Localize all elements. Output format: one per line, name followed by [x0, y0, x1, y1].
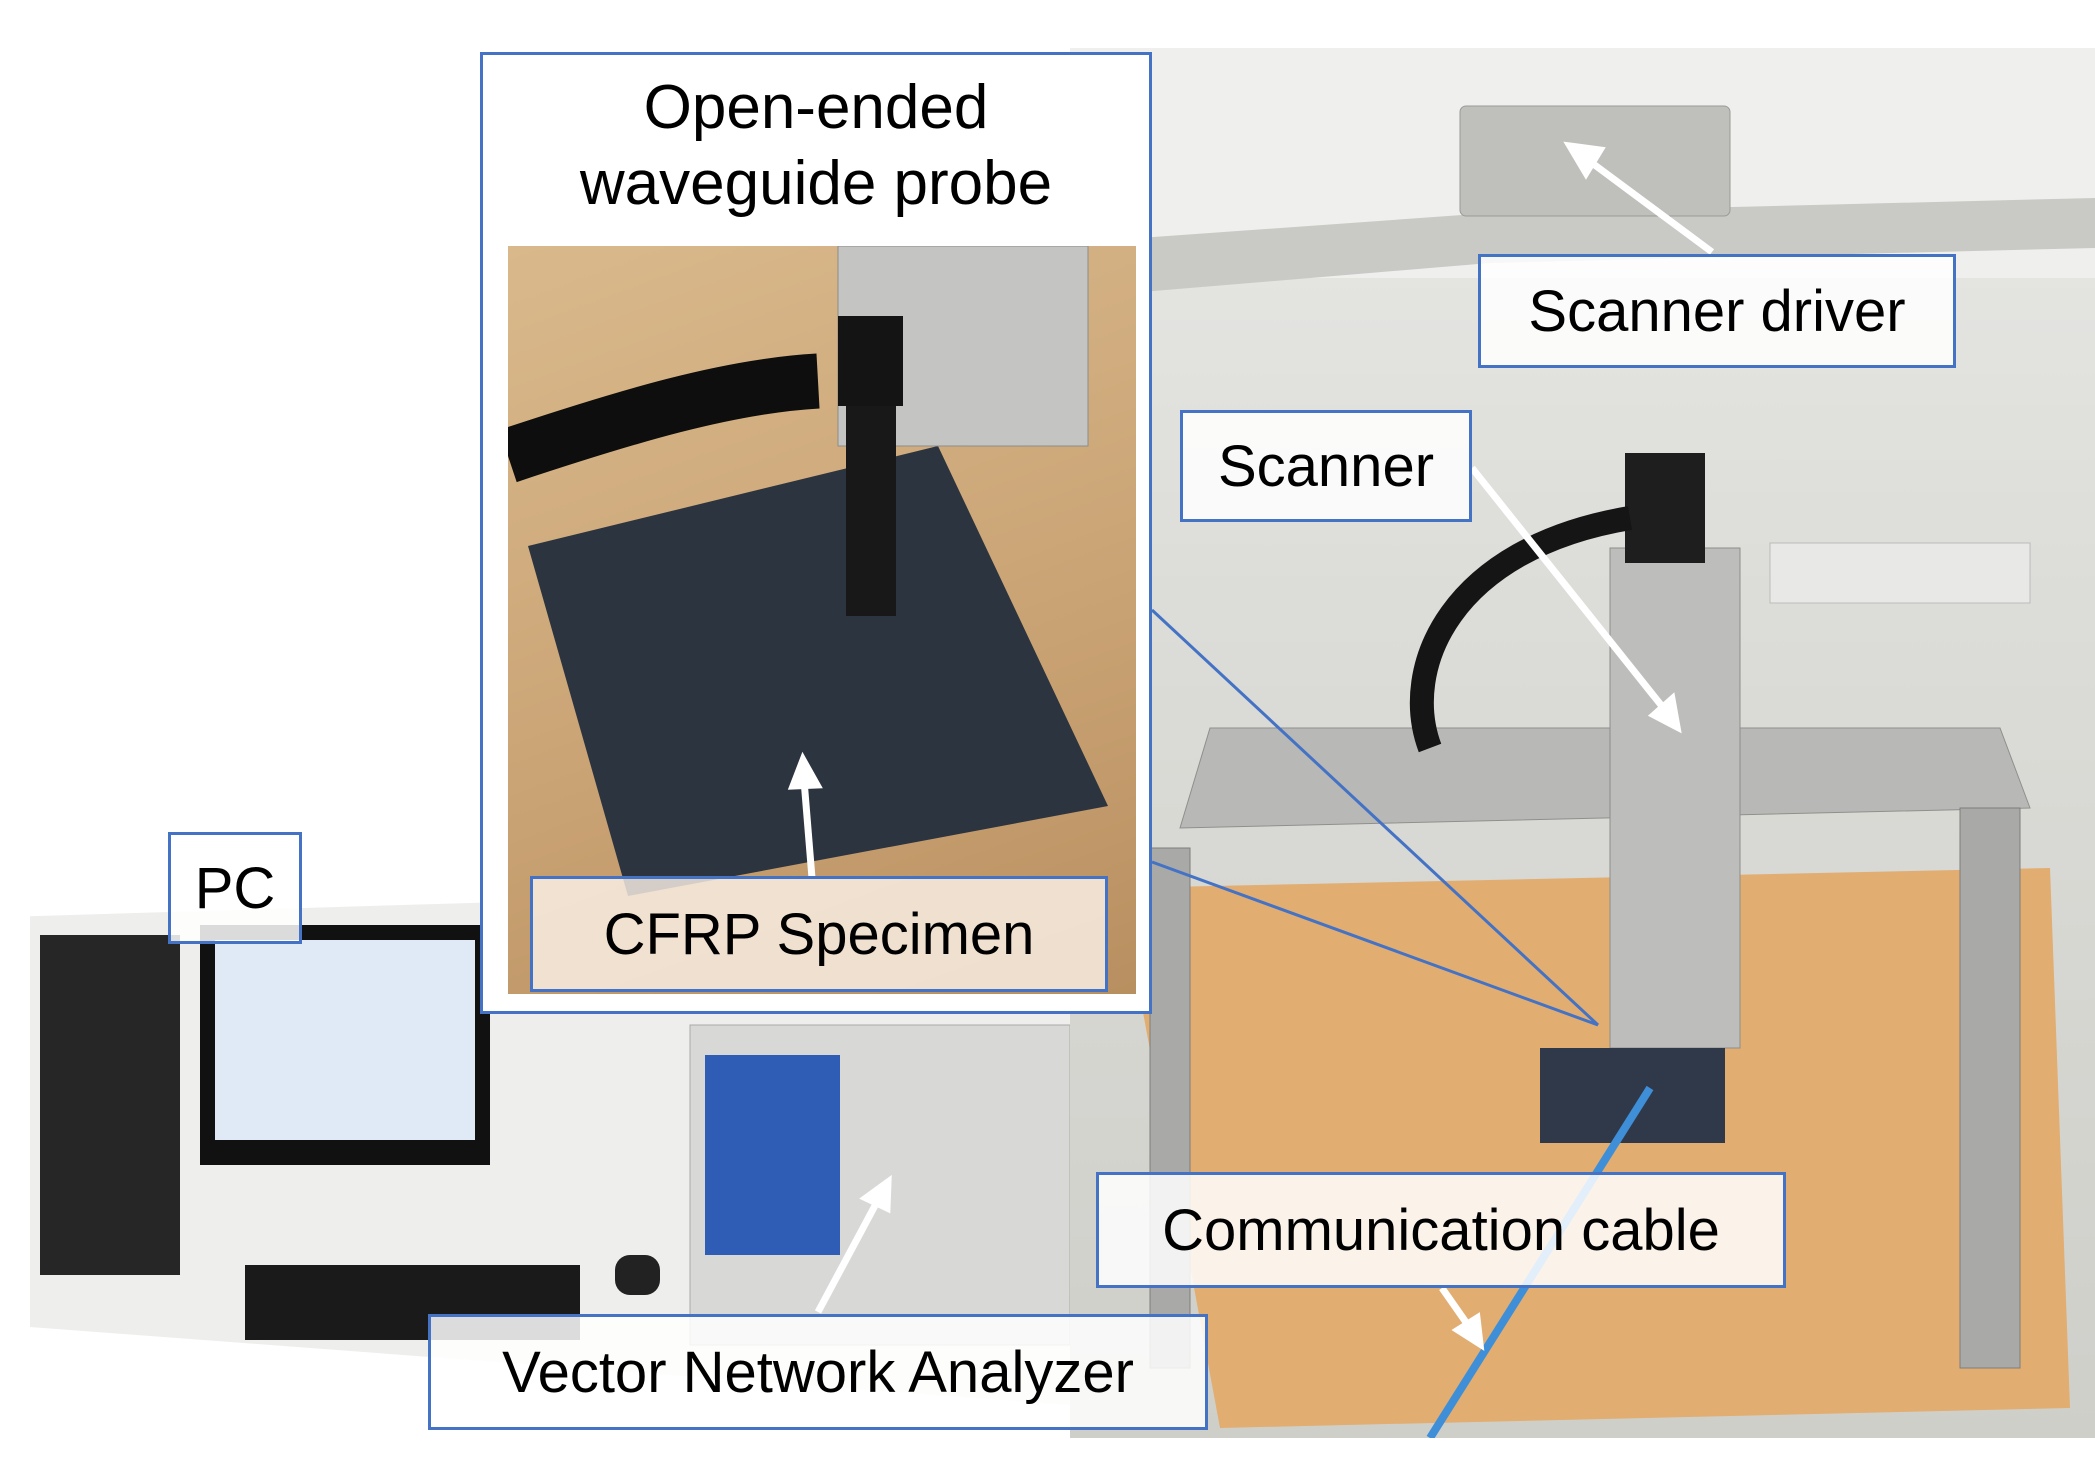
z-motor: [1625, 453, 1705, 563]
scanner-bed: [1120, 868, 2070, 1428]
callout-pointer-top: [1150, 608, 1600, 1027]
shelf: [1070, 198, 2095, 298]
label-scanner-driver-text: Scanner driver: [1528, 278, 1906, 344]
label-cfrp-specimen-text: CFRP Specimen: [603, 901, 1035, 967]
cable-chain: [1410, 506, 1632, 753]
label-pc-text: PC: [194, 855, 276, 921]
label-scanner-driver: Scanner driver: [1478, 254, 1956, 368]
arrow-cfrp-head: [787, 751, 823, 790]
arrow-cable-head: [1451, 1312, 1485, 1351]
arrow-cfrp: [800, 779, 816, 879]
wall-sockets: [1769, 542, 2031, 604]
mouse: [615, 1255, 660, 1295]
probe-title: Open-ended waveguide probe: [480, 70, 1152, 222]
probe-title-line2: waveguide probe: [579, 149, 1053, 218]
monitor-screen: [215, 940, 475, 1140]
arrow-scanner-head: [1647, 692, 1682, 734]
arrow-scanner: [1469, 465, 1668, 713]
label-scanner-text: Scanner: [1217, 433, 1435, 499]
label-cfrp-specimen: CFRP Specimen: [530, 876, 1108, 992]
label-vector-network-analyzer: Vector Network Analyzer: [428, 1314, 1208, 1430]
arrow-vna: [814, 1198, 882, 1314]
probe-closeup-art: [508, 246, 1108, 896]
cfrp-specimen-panel: [528, 446, 1108, 896]
arrow-scanner-driver: [1585, 157, 1715, 255]
label-scanner: Scanner: [1180, 410, 1472, 522]
waveguide-probe: [846, 406, 896, 616]
pc-tower: [40, 935, 180, 1275]
side-rail: [1959, 807, 2021, 1369]
cfrp-specimen-small: [1540, 1048, 1725, 1143]
label-communication-cable: Communication cable: [1096, 1172, 1786, 1288]
arrow-scanner-driver-head: [1563, 141, 1606, 180]
label-communication-cable-text: Communication cable: [1162, 1197, 1720, 1263]
label-pc: PC: [168, 832, 302, 944]
probe-closeup-photo: [508, 246, 1136, 994]
vna-screen: [705, 1055, 840, 1255]
probe-title-line1: Open-ended: [643, 73, 989, 142]
arrow-vna-head: [859, 1174, 892, 1214]
pc-vna-photo-art: [40, 925, 1070, 1346]
coax-cable: [508, 353, 820, 483]
label-vna-text: Vector Network Analyzer: [502, 1339, 1134, 1405]
waveguide-adapter: [838, 316, 903, 406]
callout-pointer-bottom: [1151, 860, 1599, 1027]
